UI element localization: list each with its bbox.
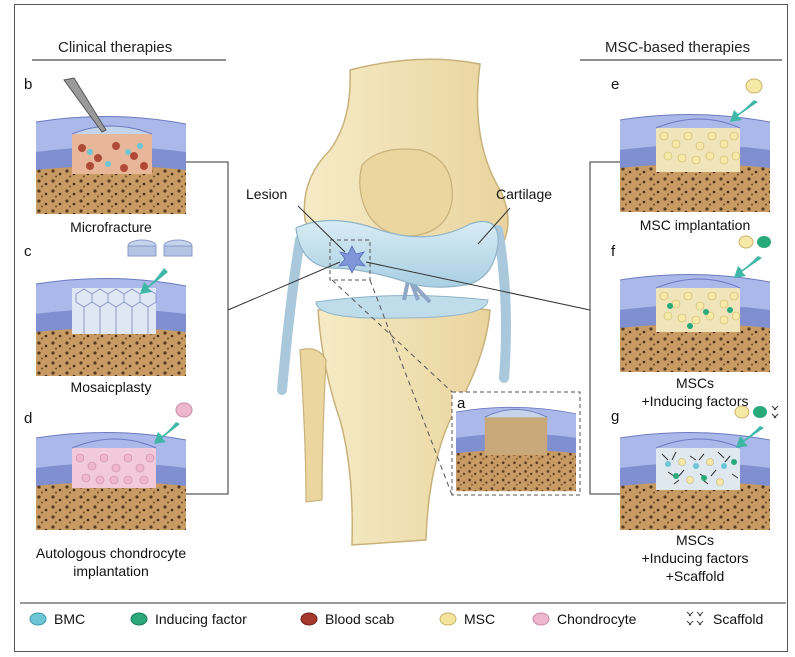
caption-msc-implantation: MSC implantation [620,216,770,234]
legend-swatch-blood-scab [301,613,317,625]
caption-f-line2: +Inducing factors [620,392,770,410]
panel-g-illustration [620,406,778,530]
legend-swatch-chondrocyte [533,613,549,625]
legend-label-blood-scab: Blood scab [325,611,394,627]
legend-label-inducing-factor: Inducing factor [155,611,247,627]
cartilage-label: Cartilage [496,186,552,202]
panel-c-illustration [36,240,192,376]
caption-aci: Autologous chondrocyte implantation [20,544,202,580]
caption-aci-line1: Autologous chondrocyte [20,544,202,562]
panel-d-letter: d [24,410,32,427]
caption-msc-inducing: MSCs +Inducing factors [620,374,770,410]
legend-label-bmc: BMC [54,611,85,627]
legend-swatch-inducing-factor [131,613,147,625]
legend-swatch-msc [440,613,456,625]
legend-label-msc: MSC [464,611,495,627]
caption-msc-inducing-scaffold: MSCs +Inducing factors +Scaffold [620,531,770,585]
panel-a-letter: a [457,395,465,412]
panel-g-letter: g [611,408,619,425]
legend-swatch-scaffold [687,612,703,625]
panel-a-illustration [452,392,580,495]
caption-microfracture: Microfracture [36,218,186,236]
panel-c-letter: c [24,243,32,260]
header-clinical-therapies: Clinical therapies [58,39,172,56]
panel-d-illustration [36,403,192,530]
panel-e-illustration [620,79,770,212]
caption-g-line3: +Scaffold [620,567,770,585]
panel-b-illustration [36,78,186,214]
caption-aci-line2: implantation [20,562,202,580]
caption-mosaicplasty: Mosaicplasty [36,378,186,396]
panel-f-letter: f [611,243,615,260]
caption-g-line1: MSCs [620,531,770,549]
header-msc-based-therapies: MSC-based therapies [605,39,750,56]
legend-label-scaffold: Scaffold [713,611,763,627]
caption-f-line1: MSCs [620,374,770,392]
legend-label-chondrocyte: Chondrocyte [557,611,636,627]
legend-swatch-bmc [30,613,46,625]
caption-g-line2: +Inducing factors [620,549,770,567]
lesion-label: Lesion [246,186,287,202]
panel-f-illustration [620,236,771,372]
panel-e-letter: e [611,76,619,93]
panel-b-letter: b [24,76,32,93]
